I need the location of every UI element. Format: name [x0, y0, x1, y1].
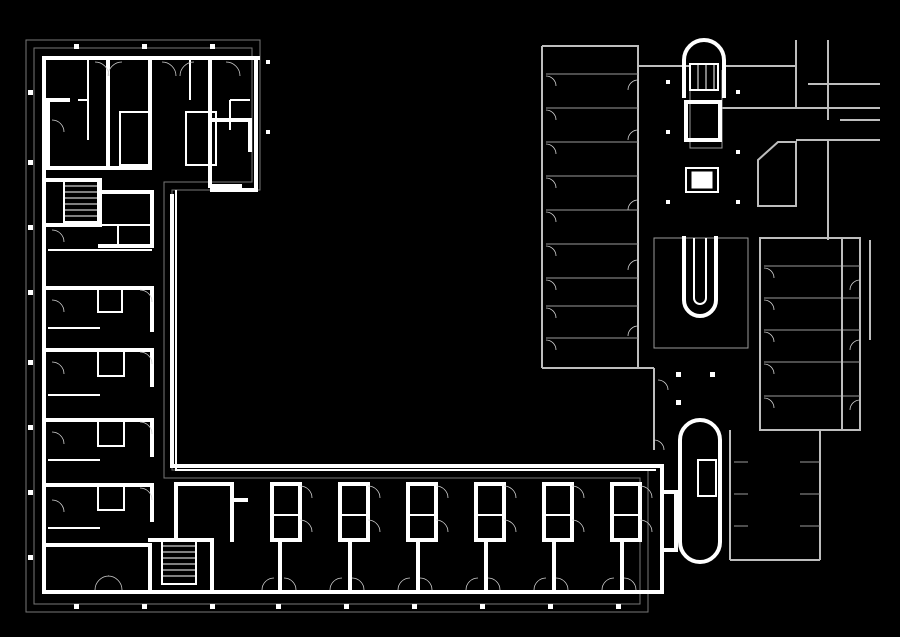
south-wing-rooms: [270, 482, 642, 592]
ramp: [653, 236, 749, 349]
stair-core-south: [678, 418, 722, 564]
outer-wall: [42, 56, 664, 594]
left-building: [25, 39, 664, 613]
columns-right: [666, 80, 740, 405]
right-west-units: [541, 45, 654, 369]
right-east-units: [759, 237, 871, 431]
building-outline: [25, 39, 649, 613]
right-building: [541, 38, 880, 564]
upper-corridor: [638, 40, 880, 121]
south-stair: [161, 539, 197, 585]
west-wing-rooms: [46, 178, 154, 529]
door-swings-left: [51, 61, 653, 591]
columns-left: [28, 44, 621, 609]
north-stair: [63, 179, 99, 223]
stair-core-north: [682, 38, 726, 98]
